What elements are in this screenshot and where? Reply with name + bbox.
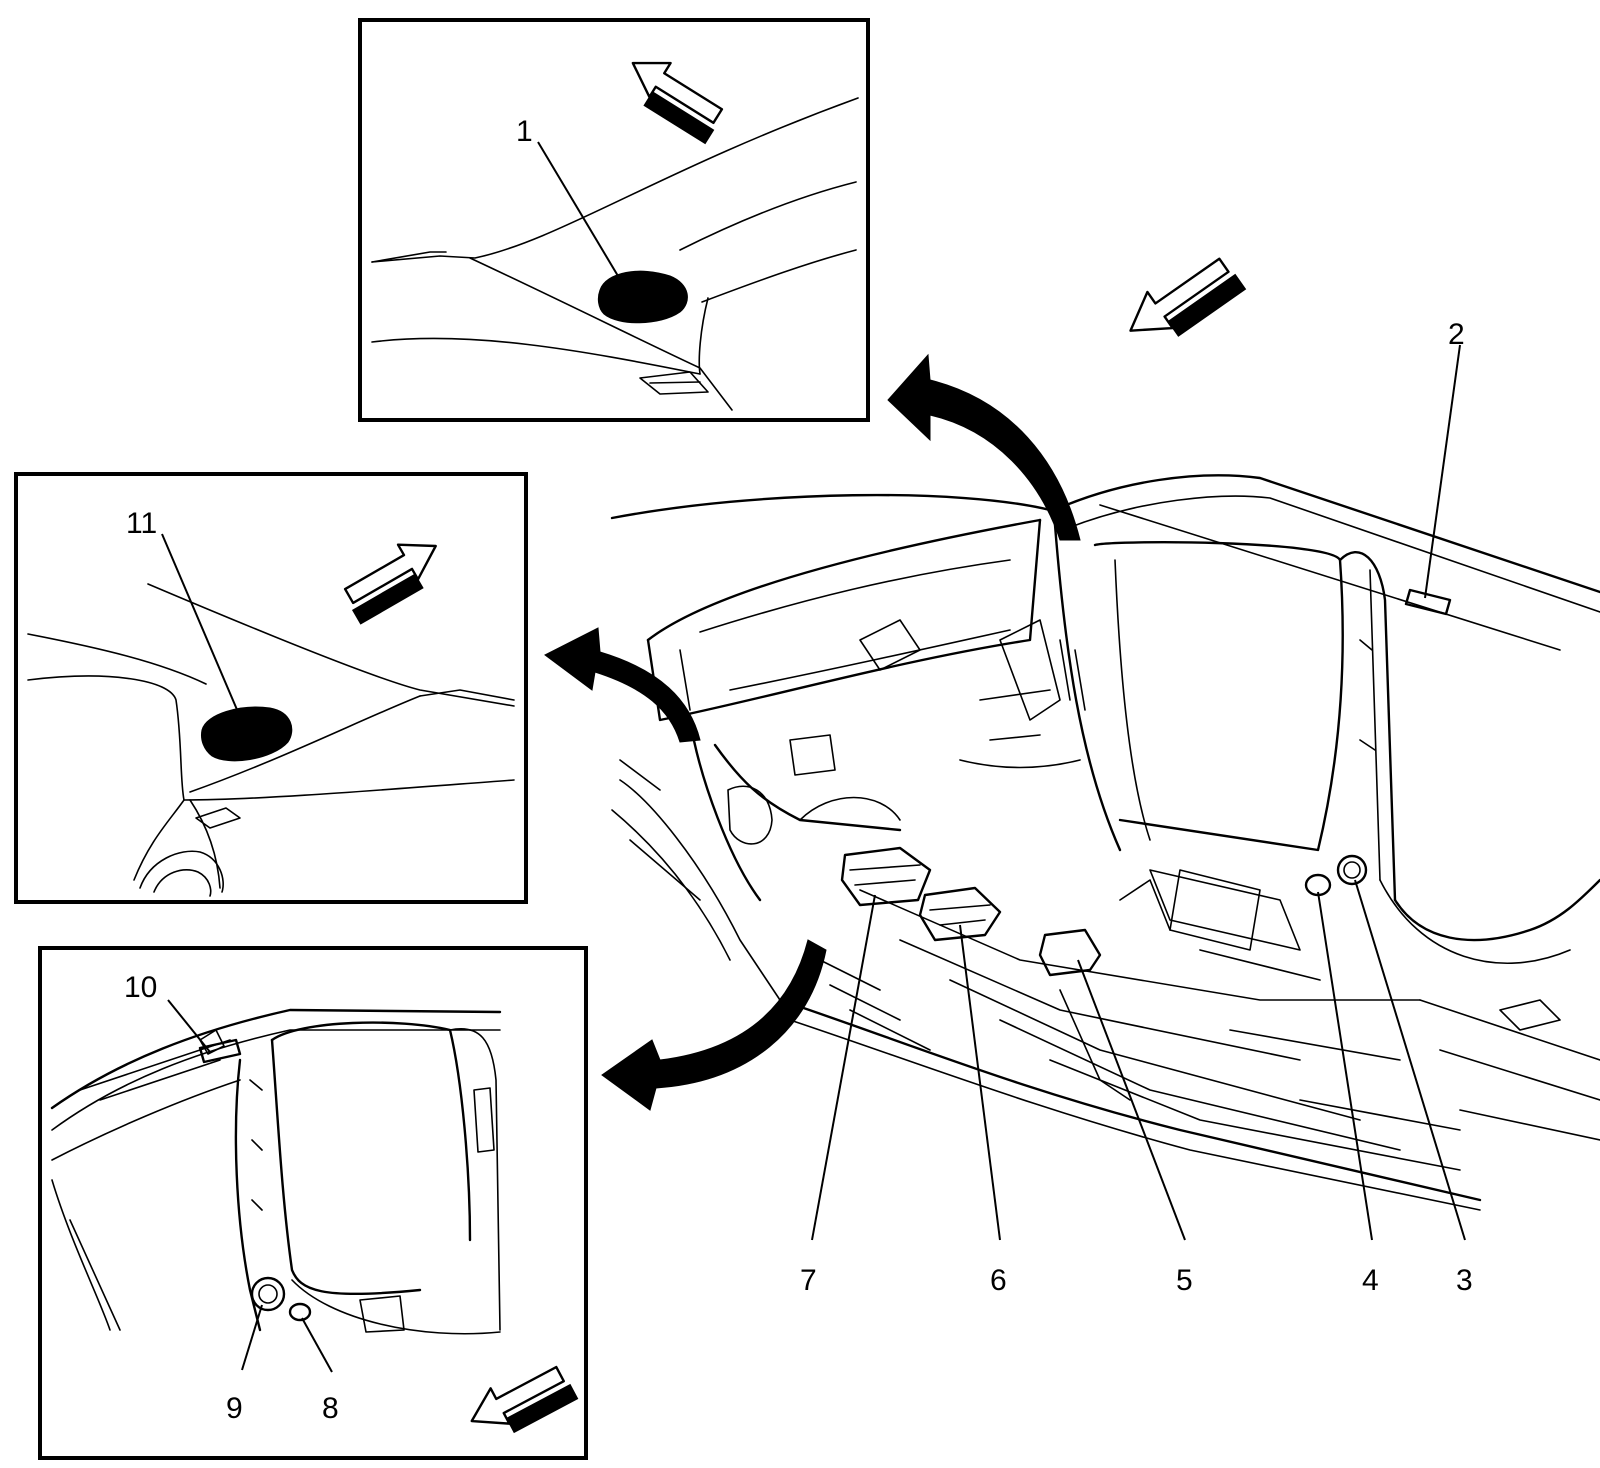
callout-7: 7: [800, 1264, 817, 1297]
harness-clip-2: [1404, 588, 1452, 616]
curved-callout-arrow-icon: [544, 627, 701, 743]
grommet-3: [1336, 854, 1368, 886]
callout-8: 8: [322, 1392, 339, 1425]
callout-5: 5: [1176, 1264, 1193, 1297]
grommet-9: [250, 1276, 286, 1312]
main-body-view: [610, 474, 1600, 1211]
callout-2: 2: [1448, 318, 1465, 351]
curved-callout-arrow-icon: [601, 939, 827, 1111]
inset-3: 10 9 8: [38, 946, 588, 1460]
forward-direction-arrow-icon: [343, 543, 437, 625]
callout-4: 4: [1362, 1264, 1379, 1297]
callout-6: 6: [990, 1264, 1007, 1297]
inset-1: 1: [358, 18, 870, 422]
curved-callout-arrow-icon: [887, 353, 1081, 541]
callout-10: 10: [124, 971, 157, 1004]
callout-1: 1: [516, 115, 533, 148]
connector-8: [288, 1302, 312, 1322]
harness-clip-10: [198, 1038, 242, 1064]
callout-9: 9: [226, 1392, 243, 1425]
callout-11: 11: [126, 507, 157, 540]
forward-direction-arrow-icon: [470, 1365, 579, 1434]
forward-direction-arrow-icon: [631, 61, 724, 145]
main-view-callouts: 2 3 4 5 6 7: [800, 318, 1473, 1297]
module-6: [918, 886, 1002, 942]
module-5: [1038, 928, 1102, 977]
callout-3: 3: [1456, 1264, 1473, 1297]
inset-2: 11: [14, 472, 528, 904]
module-7: [840, 846, 932, 907]
forward-direction-arrow-icon: [1129, 257, 1247, 337]
